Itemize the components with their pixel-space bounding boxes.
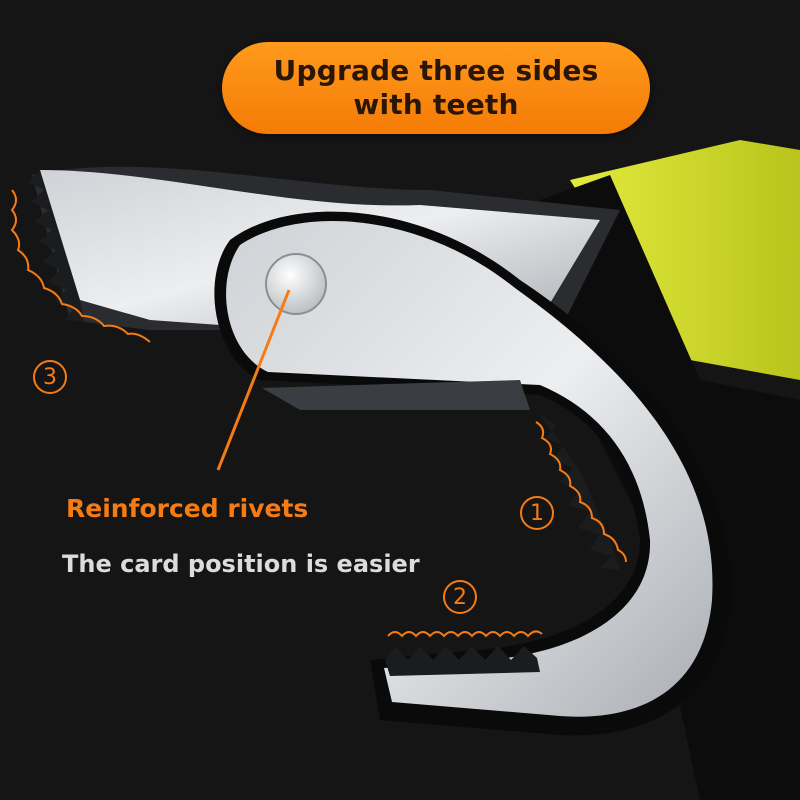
marker-1: 1 [520,496,554,530]
hook-jaw [226,220,713,717]
headline-line-1: Upgrade three sides [273,54,599,87]
callout-subtitle: The card position is easier [62,550,420,578]
headline-line-2: with teeth [353,88,519,121]
rivet [265,253,327,315]
marker-2: 2 [443,580,477,614]
jaw-slot [262,380,530,410]
upper-jaw-teeth [28,170,84,322]
wave-2 [387,630,543,638]
hook-inner-teeth [540,415,620,570]
marker-3: 3 [33,360,67,394]
handle-grip [570,140,800,380]
hook-bottom-teeth [385,646,540,676]
wave-1 [535,421,627,563]
headline-banner: Upgrade three sides with teeth [222,42,650,134]
callout-title: Reinforced rivets [66,494,309,523]
wave-3 [10,189,151,343]
rivet-pointer-line [216,289,291,471]
